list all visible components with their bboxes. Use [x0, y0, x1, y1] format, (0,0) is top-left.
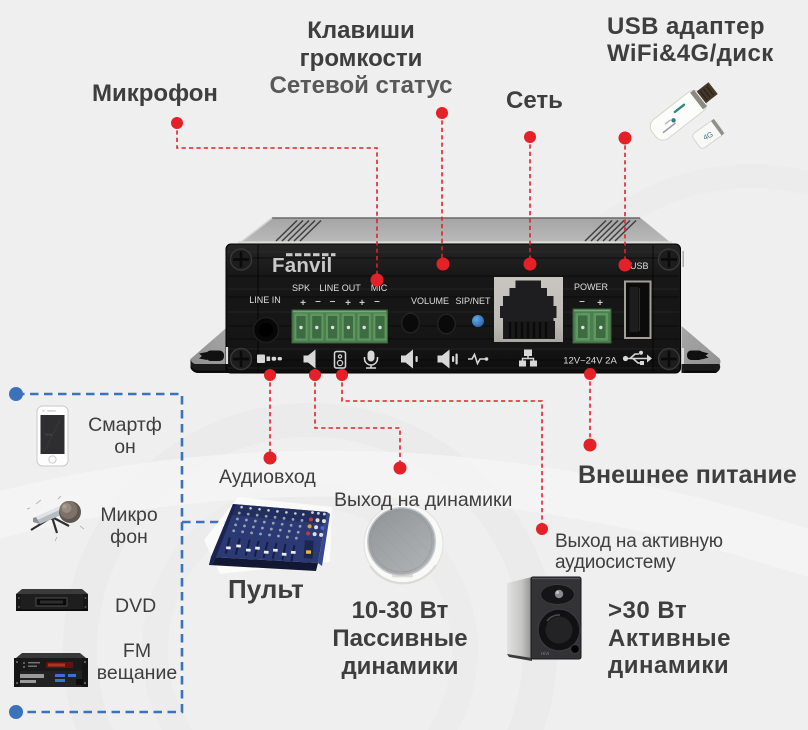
- svg-text:LINE IN: LINE IN: [249, 295, 281, 305]
- svg-text:VOLUME: VOLUME: [411, 296, 449, 306]
- svg-text:–: –: [330, 296, 336, 307]
- svg-text:Fanvil: Fanvil: [272, 254, 332, 277]
- svg-text:75%: 75%: [44, 432, 52, 437]
- svg-text:4G: 4G: [702, 130, 715, 143]
- svg-text:–: –: [374, 296, 380, 307]
- svg-text:USB: USB: [630, 261, 649, 271]
- svg-text:HiVi: HiVi: [541, 651, 549, 656]
- svg-text:+: +: [300, 298, 306, 309]
- svg-text:+: +: [345, 298, 351, 309]
- svg-text:SIP/NET: SIP/NET: [455, 296, 491, 306]
- svg-text:–: –: [315, 296, 321, 307]
- svg-text:12V~24V 2A: 12V~24V 2A: [563, 356, 617, 367]
- svg-text:+: +: [597, 298, 603, 309]
- svg-text:SPK: SPK: [292, 283, 310, 293]
- svg-text:+: +: [359, 298, 365, 309]
- svg-text:–: –: [579, 296, 585, 307]
- svg-text:POWER: POWER: [574, 282, 609, 292]
- svg-text:MIC: MIC: [371, 283, 388, 293]
- svg-text:LINE OUT: LINE OUT: [319, 283, 361, 293]
